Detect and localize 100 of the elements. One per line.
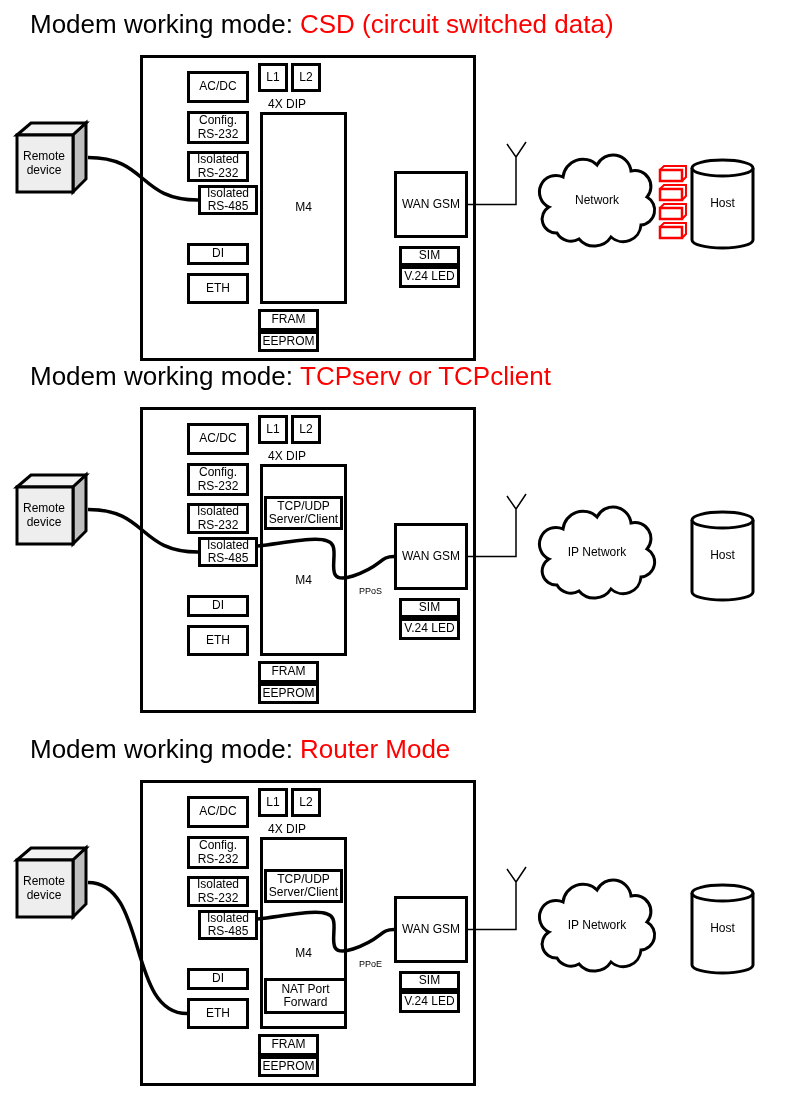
box-label: V.24 LED xyxy=(404,270,455,284)
box-label: EEPROM xyxy=(262,686,315,701)
box-label: Isolated RS-485 xyxy=(206,911,250,939)
module-box xyxy=(394,171,468,238)
box-label: Isolated RS-232 xyxy=(196,505,240,532)
box-label: SIM xyxy=(418,601,441,615)
module-box xyxy=(187,876,249,907)
module-box xyxy=(394,523,468,590)
box-label: Isolated RS-232 xyxy=(196,153,240,180)
module-box xyxy=(187,503,249,534)
box-label: Host xyxy=(710,922,735,936)
module-box xyxy=(187,998,249,1029)
box-label: ETH xyxy=(206,281,230,296)
box-label: FRAM xyxy=(271,313,306,327)
module-box xyxy=(399,971,460,991)
box-label: Host xyxy=(710,197,735,211)
module-box xyxy=(258,415,288,444)
module-box xyxy=(198,537,258,567)
module-box xyxy=(187,243,249,265)
box-label: TCP/UDP Server/Client xyxy=(267,499,340,527)
box-label: AC/DC xyxy=(199,805,237,819)
module-box xyxy=(394,896,468,963)
processor-box xyxy=(260,464,347,656)
box-label: L2 xyxy=(299,422,313,437)
module-box xyxy=(399,598,460,618)
antenna-line xyxy=(467,534,517,558)
box-label: M4 xyxy=(295,574,312,588)
module-box xyxy=(399,991,460,1013)
box-label: SIM xyxy=(418,974,441,988)
box-label: L1 xyxy=(266,70,280,85)
box-label: DI xyxy=(212,972,224,986)
box-label: TCP/UDP Server/Client xyxy=(267,872,340,900)
box-label: Config. RS-232 xyxy=(196,114,240,141)
box-label: Isolated RS-485 xyxy=(206,538,250,566)
box-label: Config. RS-232 xyxy=(196,466,240,493)
edge-label: PPoE xyxy=(358,959,383,969)
box-label: DI xyxy=(212,247,224,261)
box-label: AC/DC xyxy=(199,432,237,446)
box-label: FRAM xyxy=(271,665,306,679)
cable-line xyxy=(87,880,188,1016)
cable-line xyxy=(257,537,395,580)
module-box xyxy=(291,63,321,92)
module-box xyxy=(399,266,460,288)
module-box xyxy=(198,185,258,215)
module-box xyxy=(187,796,249,828)
module-box xyxy=(399,618,460,640)
box-label: Remote device xyxy=(22,875,66,902)
antenna-line xyxy=(467,182,517,206)
module-box xyxy=(187,836,249,869)
box-label: M4 xyxy=(295,201,312,215)
module-box xyxy=(291,788,321,817)
box-label: WAN GSM xyxy=(401,197,461,212)
box-label: Config. RS-232 xyxy=(196,839,240,866)
edge-label: PPoS xyxy=(358,586,383,596)
module-box xyxy=(187,463,249,496)
module-box xyxy=(399,246,460,266)
module-box xyxy=(258,63,288,92)
modem-enclosure xyxy=(140,780,476,1086)
module-box xyxy=(187,273,249,304)
module-box xyxy=(258,309,319,331)
box-label: L1 xyxy=(266,422,280,437)
box-label: L2 xyxy=(299,70,313,85)
heading-text: TCPserv or TCPclient xyxy=(300,361,551,391)
processor-box xyxy=(260,112,347,304)
box-label: M4 xyxy=(295,947,312,961)
box-label: ETH xyxy=(206,1006,230,1021)
box-label: AC/DC xyxy=(199,80,237,94)
heading-text: CSD (circuit switched data) xyxy=(300,9,614,39)
processor-box xyxy=(260,837,347,1029)
module-box xyxy=(258,788,288,817)
module-box xyxy=(187,595,249,617)
box-label: Remote device xyxy=(22,502,66,529)
heading-text: Modem working mode: xyxy=(30,9,293,39)
box-label: V.24 LED xyxy=(404,622,455,636)
module-box xyxy=(264,978,347,1014)
module-box xyxy=(291,415,321,444)
modem-enclosure xyxy=(140,55,476,361)
cable-line xyxy=(257,910,395,953)
switch-label: 4X DIP xyxy=(268,822,306,836)
box-label: WAN GSM xyxy=(401,549,461,564)
box-label: Host xyxy=(710,549,735,563)
switch-label: 4X DIP xyxy=(268,97,306,111)
box-label: ETH xyxy=(206,633,230,648)
box-label: L2 xyxy=(299,795,313,810)
module-box xyxy=(187,111,249,144)
box-label: DI xyxy=(212,599,224,613)
switch-label: 4X DIP xyxy=(268,449,306,463)
antenna-line xyxy=(467,907,517,931)
box-label: FRAM xyxy=(271,1038,306,1052)
box-label: EEPROM xyxy=(262,1059,315,1074)
box-label: Remote device xyxy=(22,150,66,177)
cable-line xyxy=(87,507,199,554)
module-box xyxy=(258,1034,319,1056)
heading-text: Modem working mode: xyxy=(30,734,293,764)
module-box xyxy=(198,910,258,940)
module-box xyxy=(187,423,249,455)
box-label: NAT Port Forward xyxy=(280,982,331,1010)
box-label: IP Network xyxy=(567,546,627,560)
module-box xyxy=(187,625,249,656)
cable-line xyxy=(87,155,199,202)
